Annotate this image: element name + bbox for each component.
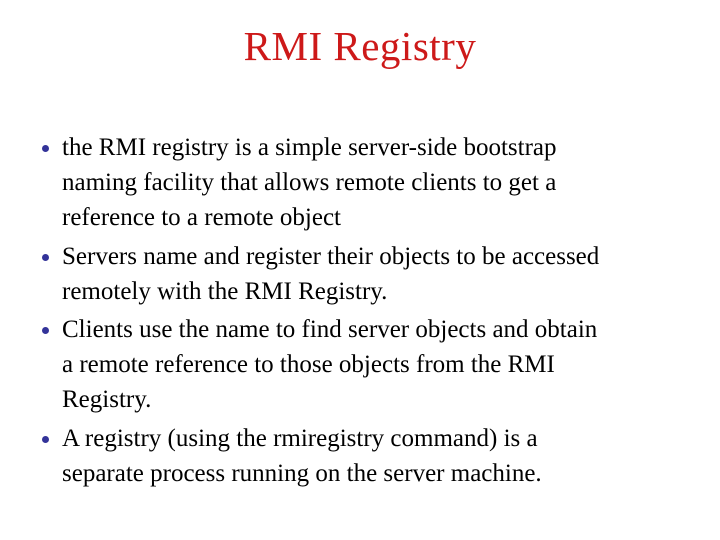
bullet-text: A registry (using the rmiregistry comman… — [62, 424, 542, 487]
bullet-item: Clients use the name to find server obje… — [42, 313, 700, 417]
bullet-item: Servers name and register their objects … — [42, 240, 700, 310]
bullet-item: the RMI registry is a simple server-side… — [42, 131, 700, 235]
bullet-icon — [42, 145, 49, 153]
bullet-item: A registry (using the rmiregistry comman… — [42, 422, 700, 492]
bullet-icon — [42, 327, 49, 335]
bullet-list: the RMI registry is a simple server-side… — [0, 131, 720, 491]
bullet-icon — [42, 435, 49, 443]
bullet-text: the RMI registry is a simple server-side… — [62, 134, 557, 231]
bullet-text: Clients use the name to find server obje… — [62, 316, 598, 413]
slide-title: RMI Registry — [243, 23, 477, 69]
bullet-icon — [42, 253, 49, 261]
bullet-text: Servers name and register their objects … — [62, 242, 600, 305]
